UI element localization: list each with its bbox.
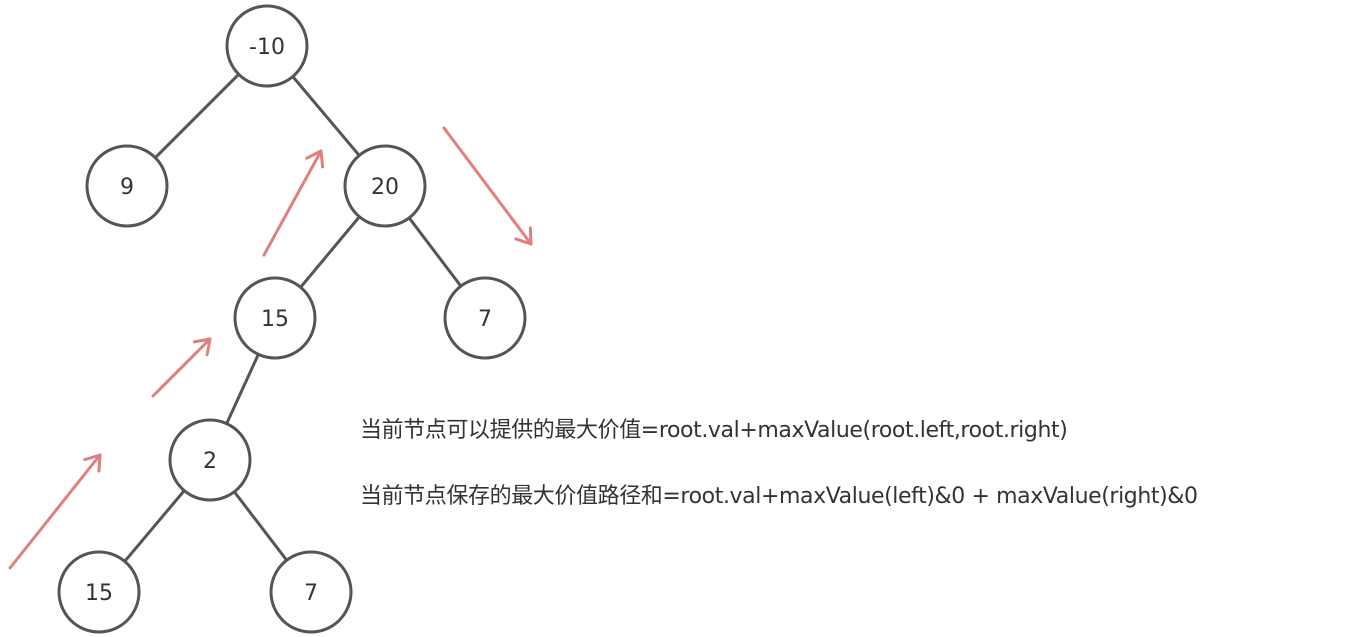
direction-arrow (8, 453, 102, 570)
node-circle (343, 144, 427, 228)
formula-max-contribution: 当前节点可以提供的最大价值=root.val+maxValue(root.lef… (360, 418, 1068, 443)
node-circle (269, 550, 353, 634)
node-label: 7 (304, 581, 318, 606)
tree-node: 9 (85, 144, 169, 228)
node-circle (85, 144, 169, 228)
direction-arrow (262, 149, 325, 257)
nodes-layer: -10 9 20 15 7 2 15 7 (57, 4, 527, 634)
tree-node: 2 (168, 418, 252, 502)
node-circle (57, 550, 141, 634)
direction-arrow (442, 126, 533, 246)
node-label: 7 (478, 307, 492, 332)
node-label: -10 (249, 35, 285, 60)
arrow-shaft (8, 453, 102, 570)
arrow-shaft (442, 126, 533, 246)
arrow-shaft (151, 337, 212, 398)
node-circle (443, 276, 527, 360)
node-label: 2 (203, 449, 217, 474)
node-label: 15 (261, 307, 289, 332)
tree-node: 15 (233, 276, 317, 360)
node-circle (168, 418, 252, 502)
arrow-head (83, 453, 102, 473)
tree-node: 20 (343, 144, 427, 228)
node-label: 15 (85, 581, 113, 606)
node-label: 20 (371, 175, 399, 200)
arrow-head (192, 337, 212, 357)
direction-arrow (151, 337, 212, 398)
tree-node: 7 (443, 276, 527, 360)
node-circle (225, 4, 309, 88)
arrow-head (305, 149, 325, 169)
tree-node: 15 (57, 550, 141, 634)
arrows-layer (8, 126, 533, 570)
node-label: 9 (120, 175, 134, 200)
arrow-head (514, 226, 533, 246)
node-circle (233, 276, 317, 360)
formula-max-path-sum: 当前节点保存的最大价值路径和=root.val+maxValue(left)&0… (360, 484, 1198, 509)
arrow-shaft (262, 149, 323, 257)
tree-node: -10 (225, 4, 309, 88)
tree-node: 7 (269, 550, 353, 634)
